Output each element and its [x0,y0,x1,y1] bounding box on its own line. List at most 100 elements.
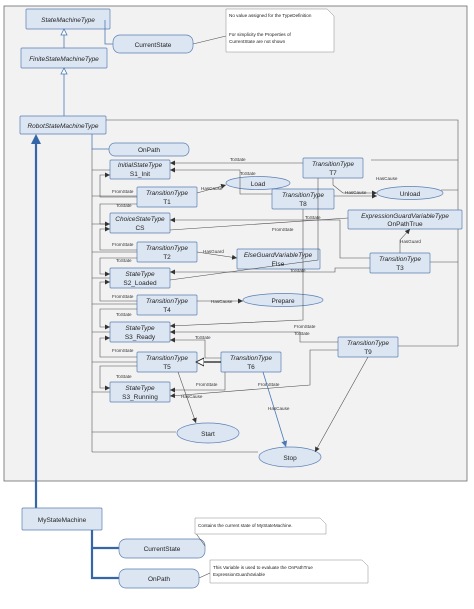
variable-label: CurrentState [144,546,181,553]
transition-name: T8 [299,201,307,208]
transition-t2[interactable]: TransitionType T2 [136,241,198,263]
guard-name: Else [272,261,285,268]
ref-label-to-state: ToState [195,335,211,340]
ref-label-from-state: FromState [112,242,134,247]
transition-type: TransitionType [379,256,421,263]
class-state-machine-type[interactable]: StateMachineType [25,8,111,30]
ref-label-has-cause: HasCause [211,299,233,304]
transition-t7[interactable]: TransitionType T7 [302,157,364,179]
note-connector [198,572,211,579]
event-label: Prepare [271,298,295,305]
transition-type: TransitionType [282,192,324,199]
transition-type: TransitionType [146,245,188,252]
transition-type: TransitionType [146,298,188,305]
to-state-reference [99,308,137,330]
from-state-reference [99,226,137,251]
from-state-reference [170,372,226,393]
from-state-reference [170,217,370,259]
transition-t9[interactable]: TransitionType T9 [337,336,399,358]
ref-label-to-state: ToState [240,171,256,176]
event-label: Unload [400,191,421,198]
state-name: S2_Loaded [123,280,157,287]
transition-t5[interactable]: TransitionType T5 [136,351,198,373]
event-load[interactable]: Load [225,176,291,190]
transition-t1[interactable]: TransitionType T1 [136,186,198,208]
ref-label-has-guard: HasGuard [400,239,421,244]
transition-name: T4 [163,307,171,314]
transition-type: TransitionType [312,161,354,168]
has-cause-reference [262,371,288,448]
variable-label: OnPath [138,147,160,154]
transition-name: T3 [396,265,404,272]
state-s1-init[interactable]: InitialStateType S1_Init [109,159,171,180]
note-current-state: Contains the current state of MyStateMac… [194,517,327,535]
ref-label-to-state: ToState [290,268,306,273]
type-definition-arrow [31,134,41,144]
variable-on-path-bottom[interactable]: OnPath [118,568,200,589]
ref-label-has-guard: HasGuard [203,249,224,254]
ref-label-from-state: FromState [112,294,134,299]
transition-t3[interactable]: TransitionType T3 [369,252,431,274]
class-finite-state-machine-type[interactable]: FiniteStateMachineType [20,47,108,69]
ref-label-from-state: FromState [112,189,134,194]
to-state-reference [99,257,137,277]
to-state-reference [170,337,221,359]
component-line [104,20,113,45]
object-my-state-machine[interactable]: MyStateMachine [21,507,103,531]
ref-label-to-state: ToState [116,374,132,379]
component-line [90,530,119,550]
state-s2-loaded[interactable]: StateType S2_Loaded [109,267,171,289]
note-line: ExpressionGuardVariable [213,572,265,577]
state-s3-ready[interactable]: StateType S3_Ready [109,321,171,343]
state-cs[interactable]: ChoiceStateType CS [109,212,171,234]
inheritance-arrow [60,67,68,75]
note-line: No value assigned for the TypeDefinition [229,13,312,18]
state-name: S3_Running [122,394,158,401]
note-on-path: This Variable is used to evaluate the On… [209,559,369,584]
guard-name: OnPathTrue [387,221,423,228]
variable-current-state-top[interactable]: CurrentState [112,34,194,54]
class-label: RobotStateMachineType [27,123,98,130]
ref-label-has-cause: HasCause [268,406,290,411]
ref-label-has-cause: HasCause [181,394,203,399]
has-cause-reference [177,371,197,424]
has-guard-reference [196,251,238,260]
class-robot-state-machine-type[interactable]: RobotStateMachineType [19,115,107,135]
has-cause-reference [314,356,369,453]
event-unload[interactable]: Unload [376,186,444,200]
event-stop[interactable]: Stop [258,446,322,468]
state-name: CS [135,225,145,232]
ref-label-from-state: FromState [294,324,316,329]
variable-on-path-top[interactable]: OnPath [108,142,190,157]
ref-label-to-state: ToState [116,203,132,208]
ref-label-from-state: FromState [196,382,218,387]
event-prepare[interactable]: Prepare [242,293,324,307]
transition-name: T2 [163,254,171,261]
inheritance-arrow [60,28,68,36]
ref-label-has-cause: HasCause [201,186,223,191]
from-state-reference [99,335,137,358]
from-state-reference [169,349,338,399]
guard-on-path-true[interactable]: ExpressionGuardVariableType OnPathTrue [347,209,463,230]
transition-t4[interactable]: TransitionType T4 [136,294,198,316]
transition-type: TransitionType [146,355,188,362]
event-label: Stop [283,455,297,462]
transition-t8[interactable]: TransitionType T8 [271,188,335,210]
from-state-reference [99,279,137,302]
ref-label-to-state: ToState [294,331,310,336]
event-start[interactable]: Start [176,422,240,444]
to-state-reference [170,267,370,275]
variable-current-state-bottom[interactable]: CurrentState [118,538,206,559]
guard-else[interactable]: ElseGuardVariableType Else [236,248,321,270]
guard-type: ElseGuardVariableType [244,252,313,259]
state-s3-running[interactable]: StateType S3_Running [109,381,171,403]
transition-type: TransitionType [347,340,389,347]
state-type: InitialStateType [118,162,163,169]
from-state-reference [169,209,304,329]
to-state-reference [99,203,137,227]
note-type-definition: No value assigned for the TypeDefinition… [225,8,335,53]
transition-name: T6 [247,364,255,371]
transition-t6[interactable]: TransitionType T6 [220,351,282,373]
note-connector [194,531,206,547]
